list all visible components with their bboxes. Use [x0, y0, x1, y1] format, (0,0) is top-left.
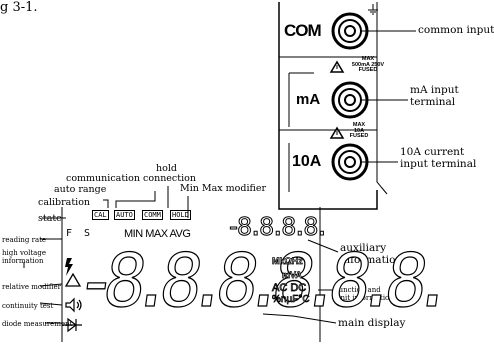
terminal-panel — [278, 2, 388, 210]
com-terminal-label: COM — [284, 21, 322, 40]
annotation-high-voltage: high voltage information — [2, 249, 46, 265]
cal-badge: CAL — [92, 210, 109, 220]
ma-annotation-line: terminal — [410, 96, 456, 108]
annotation-function-unit-line: unit information — [336, 294, 394, 302]
lcd-outline — [61, 207, 321, 342]
terminal-leaders — [360, 30, 416, 163]
annotation-auto-range: auto range — [54, 184, 107, 195]
annotation-diode: diode measurement — [2, 320, 73, 328]
annotation-hold: hold — [156, 163, 177, 174]
auto-badge: AUTO — [114, 210, 135, 220]
annotation-communication: communication connection — [66, 173, 196, 184]
annotation-auxiliary-line: information — [340, 254, 403, 266]
ground-icon — [368, 4, 378, 15]
a10-warning-line: FUSED — [349, 133, 369, 139]
unit-current-indicator: mVA — [282, 270, 303, 281]
comm-badge: COMM — [142, 210, 163, 220]
com-annotation: common input — [418, 24, 494, 36]
ma-warning-line: MAX — [361, 56, 375, 62]
annotation-main-display: main display — [338, 317, 406, 329]
annotation-auxiliary: auxiliary information — [340, 242, 402, 266]
annotation-function-unit-line: function and — [336, 286, 381, 294]
high-voltage-icon — [65, 258, 73, 276]
unit-freq-indicator: MkΩHz — [272, 256, 303, 267]
annotation-minmax: Min Max modifier — [180, 183, 267, 194]
a10-warning-line: 10A — [353, 127, 365, 134]
warning-triangle-icon — [329, 60, 345, 73]
auxiliary-digits: -8.8.8.8. — [225, 212, 329, 242]
ma-warning-line: FUSED — [358, 67, 378, 73]
minmax-indicator: MIN MAX AVG — [124, 228, 191, 240]
annotation-continuity: continuity test — [2, 302, 54, 310]
a10-fuse-warning: MAX 10A FUSED — [346, 122, 372, 140]
ma-terminal-label: mA — [296, 91, 321, 108]
a10-annotation-line: 10A current — [400, 146, 465, 158]
unit-misc-indicator: %nµF°C — [272, 294, 310, 306]
a10-warning-line: MAX — [352, 122, 366, 128]
a10-annotation-line: input terminal — [400, 158, 477, 170]
unit-acdc-indicator: AC DC — [272, 282, 307, 295]
annotation-high-voltage-line: information — [2, 257, 44, 265]
ma-warning-line: 500mA 250V — [351, 61, 385, 68]
annotation-auxiliary-line: auxiliary — [340, 242, 387, 254]
hold-badge: HOLD — [170, 210, 191, 220]
annotation-calibration-line: calibration — [38, 197, 91, 208]
diode-icon — [62, 317, 82, 333]
annotation-reading-rate: reading rate — [2, 236, 47, 244]
ma-annotation: mA input terminal — [410, 84, 459, 108]
annotation-calibration-line: state — [38, 213, 62, 224]
figure-caption: g 3-1. — [0, 0, 38, 15]
annotation-function-unit: function and unit information — [336, 286, 394, 302]
a10-annotation: 10A current input terminal — [400, 146, 476, 170]
continuity-speaker-icon — [65, 297, 82, 313]
ma-fuse-warning: MAX 500mA 250V FUSED — [346, 56, 390, 74]
annotation-leaders-right — [262, 239, 339, 324]
annotation-relative: relative modifier — [2, 283, 62, 291]
annotation-leaders — [23, 186, 189, 324]
warning-triangle-icon — [329, 126, 345, 139]
annotation-calibration: calibration state — [38, 198, 90, 224]
ma-annotation-line: mA input — [410, 84, 459, 96]
annotation-high-voltage-line: high voltage — [2, 249, 46, 257]
main-digits: -8.8.8.8.8.8. — [69, 237, 449, 325]
relative-triangle-icon — [64, 272, 82, 287]
reading-rate-indicator: F S — [66, 228, 94, 239]
a10-terminal-label: 10A — [292, 153, 322, 170]
